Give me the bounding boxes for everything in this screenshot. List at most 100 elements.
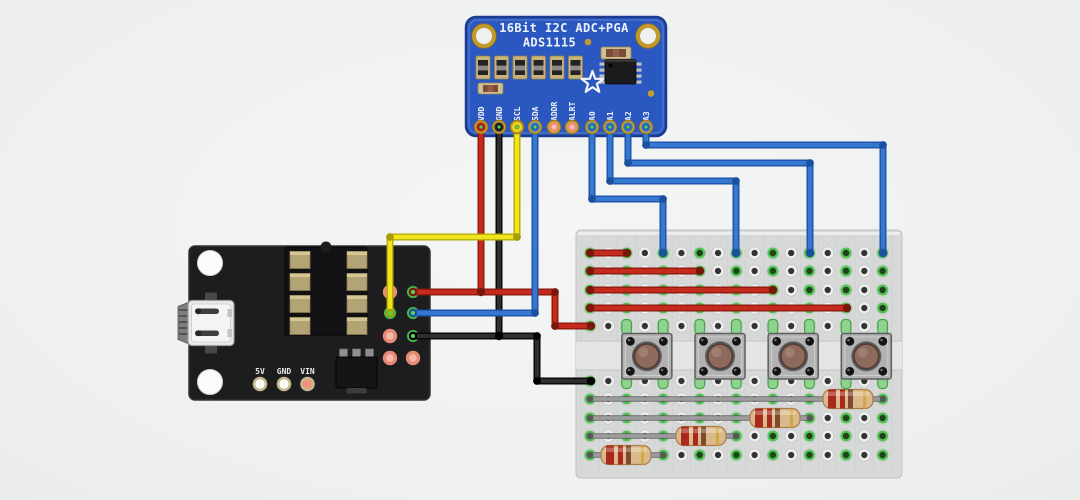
wire-core [643, 124, 886, 256]
breadboard-hole-center [678, 451, 685, 459]
ads-pin-label-gnd: GND [495, 106, 504, 121]
smd-resistor-band [478, 65, 488, 71]
wire-a1-to-breadboard[interactable] [606, 123, 740, 257]
ads-pin-label-a2: A2 [624, 111, 633, 121]
resistor-1[interactable] [586, 388, 887, 410]
button-corner-pin [625, 366, 635, 376]
wire-bend-point [531, 309, 539, 317]
pushbutton-3[interactable] [767, 318, 819, 390]
wire-end-cap [585, 266, 595, 276]
resistor-band [626, 445, 631, 465]
breadboard-hole-center [824, 249, 831, 257]
button-corner-pin [772, 366, 782, 376]
breadboard-hole-center [788, 322, 795, 330]
button-bevel [844, 336, 889, 377]
wire-end-contact-dot [410, 289, 416, 295]
resistor-bands [755, 408, 793, 428]
breadboard-hole-connected [803, 265, 815, 277]
resistor-bands [606, 445, 644, 465]
breadboard-hole-connected [877, 284, 889, 296]
socket-pad-highlight [290, 273, 310, 277]
resistor-bands [828, 389, 866, 409]
ads-title-line2: ADS1115 [523, 36, 576, 50]
button-cap[interactable] [706, 343, 734, 370]
breadboard-hole-connected [877, 302, 889, 314]
breadboard-hole-connected [767, 449, 779, 461]
usb-plug-nose [177, 301, 189, 345]
button-cap[interactable] [853, 343, 880, 370]
breadboard[interactable] [575, 229, 903, 479]
button-corner-pin-glint [627, 338, 631, 342]
wire-casing [409, 332, 595, 385]
breadboard-hole-center [861, 414, 868, 422]
ic-pin [599, 74, 606, 78]
resistor-band [681, 426, 689, 446]
wire-gnd-mcu-to-breadboard[interactable] [409, 332, 595, 385]
usb-dimple [195, 308, 202, 315]
breadboard-hole-center [788, 451, 795, 459]
breadboard-hole-connected [840, 412, 852, 424]
ads-pin-pads-layer [473, 119, 654, 135]
voltage-regulator [335, 348, 378, 394]
lead-end [732, 432, 740, 440]
mcu-dev-board[interactable]: 5V GND VIN [177, 241, 431, 401]
smd-resistor-band [496, 65, 507, 71]
wire-bend-point [624, 159, 632, 167]
button-corner-pin-glint [847, 338, 850, 342]
resistor-2[interactable] [586, 407, 814, 429]
ic-pin [599, 80, 606, 84]
resistor-4[interactable] [586, 444, 667, 466]
resistor-3[interactable] [586, 425, 740, 447]
wire-core [625, 124, 813, 256]
pushbutton-2[interactable] [694, 318, 746, 390]
button-corner-pin-glint [807, 338, 810, 342]
resistor-highlight [754, 410, 796, 415]
pushbutton-4[interactable] [840, 318, 893, 390]
button-cap-highlight [784, 347, 795, 358]
chip-pin1-dot [608, 63, 613, 68]
breadboard-hole-center [824, 377, 831, 385]
pushbutton-1[interactable] [621, 318, 673, 390]
button-cap[interactable] [633, 343, 661, 370]
wire-a0-to-breadboard[interactable] [588, 123, 667, 257]
socket-pad-highlight [290, 317, 310, 321]
button-leg [657, 318, 669, 336]
button-cap-highlight [857, 347, 868, 358]
ads-pin-contact-dot [608, 125, 612, 129]
wire-bend-point [606, 177, 614, 185]
breadboard-hole-center [605, 322, 612, 330]
breadboard-hole-center [861, 267, 868, 275]
smd-resistor-band [570, 65, 581, 71]
lead-end [586, 395, 594, 403]
wire-markers-layer [385, 141, 888, 386]
socket-pad-highlight [290, 251, 310, 255]
wire-a2-to-breadboard[interactable] [624, 123, 814, 257]
wire-end-cap [695, 266, 705, 276]
ads-pin-contact-dot [515, 125, 519, 129]
button-corner-pin-glint [880, 338, 883, 342]
wire-scl-ads-to-mcu[interactable] [386, 123, 521, 317]
breadboard-hole-connected [840, 247, 852, 259]
breadboard-hole-center [861, 322, 868, 330]
resistor-band [641, 445, 644, 465]
button-cap[interactable] [779, 343, 807, 370]
breadboard-hole-connected [840, 430, 852, 442]
smd-resistor-band [552, 65, 562, 71]
lead-end [659, 451, 667, 459]
button-corner-pin-glint [807, 368, 810, 372]
ads-pin-label-alrt: ALRT [568, 102, 577, 121]
wire-end-cap [768, 285, 778, 295]
breadboard-hole-center [714, 322, 722, 330]
breadboard-hole-center [678, 322, 685, 330]
ic-pin [635, 74, 642, 78]
resistor-body [675, 425, 727, 447]
button-corner-pin-glint [774, 368, 777, 372]
regulator-tab [346, 388, 367, 394]
mcu-power-hole-white [276, 376, 292, 392]
usb-shield-tab [205, 344, 217, 354]
resistor-band [716, 426, 719, 446]
wire-a3-to-breadboard[interactable] [642, 123, 887, 257]
breadboard-hole-center [678, 377, 685, 385]
